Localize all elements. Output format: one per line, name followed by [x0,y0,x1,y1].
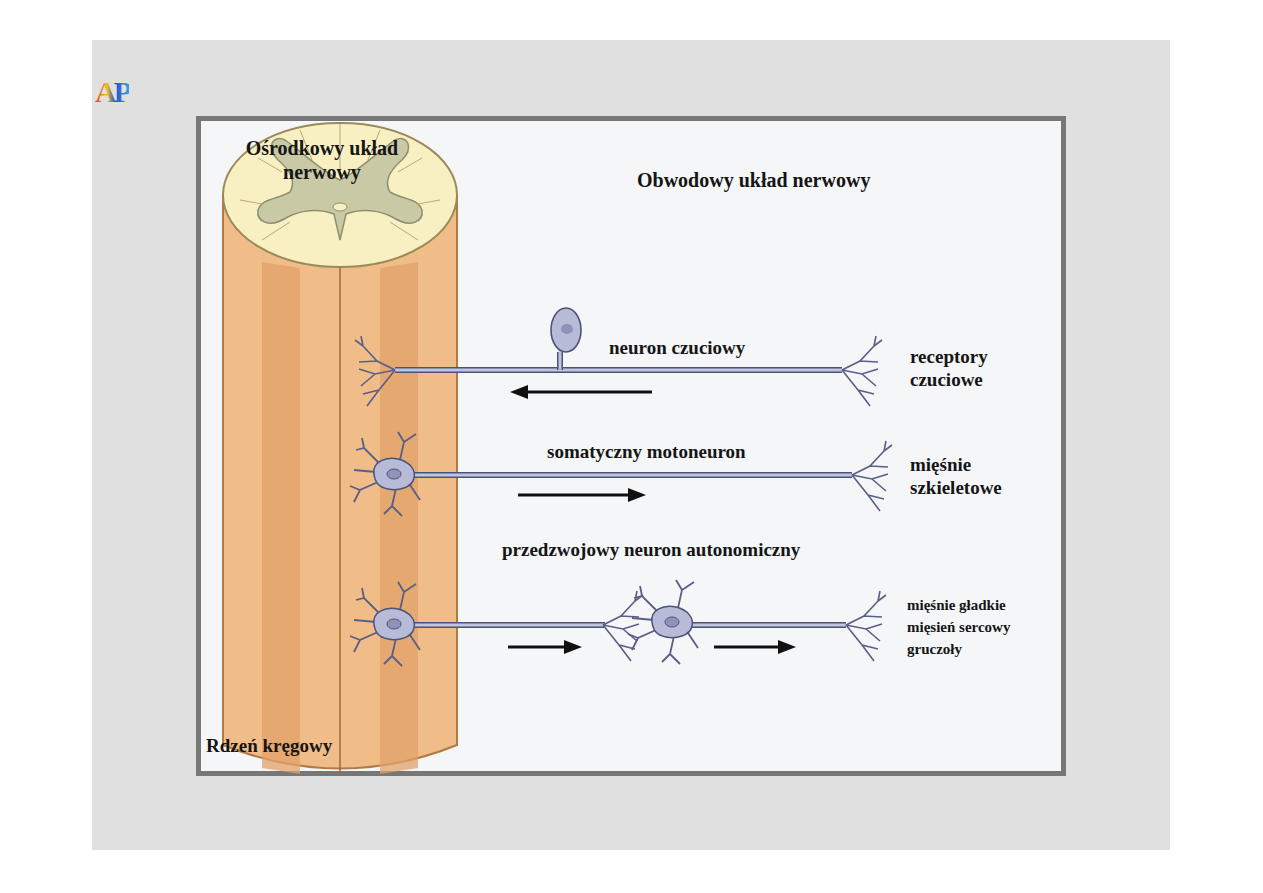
structure-label: Rdzeń kręgowy [206,735,332,758]
target-label: receptory czuciowe [910,346,1025,392]
region-heading: Obwodowy układ nerwowy [637,168,870,192]
sensory-neuron [355,308,882,406]
target-label: mięśnie szkieletowe [910,454,1035,500]
target-label: gruczoły [907,640,962,658]
neuron-label: neuron czuciowy [609,337,745,360]
spinal-cord [223,123,457,776]
target-label: mięsień sercowy [907,618,1010,636]
neuron-label: somatyczny motoneuron [547,441,746,464]
target-label: mięśnie gładkie [907,596,1006,614]
neuron-label: przedzwojowy neuron autonomiczny [502,539,800,562]
logo: AP [95,74,129,110]
direction-arrows [508,385,796,654]
autonomic-neurons [350,580,886,666]
region-heading: Ośrodkowy układ nerwowy [222,136,422,184]
somatic-motoneuron [350,432,892,516]
